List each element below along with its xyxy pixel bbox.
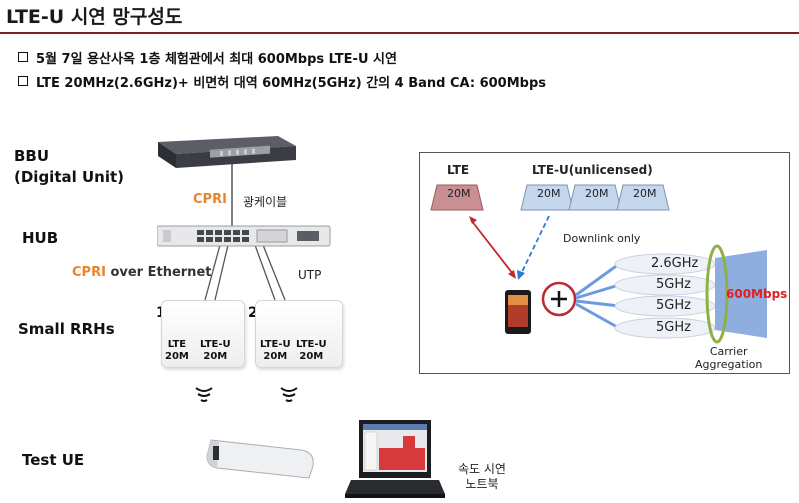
lteu-block-label-1: 20M [537, 187, 561, 200]
test-ue-label: Test UE [22, 451, 85, 469]
aggregation-funnel [715, 250, 767, 338]
square-bullet-icon [18, 52, 28, 62]
downlink-label: Downlink only [563, 232, 641, 245]
bbu-device [158, 136, 296, 168]
small-rrhs-label: Small RRHs [18, 320, 115, 338]
downlink-arrow [520, 215, 550, 275]
ethernet-line-2b [262, 244, 286, 301]
hub-label: HUB [22, 229, 59, 247]
utp-label: UTP [298, 268, 322, 282]
carrier-label-3: 5GHz [656, 298, 691, 313]
lte-block [430, 184, 484, 211]
rrh-2-number: 2 [248, 305, 258, 321]
carrier-label-4: 5GHz [656, 320, 691, 335]
carrier-diagram-graphics [430, 184, 767, 344]
carrier-label-1: 2.6GHz [651, 256, 699, 271]
lte-link-arrow [470, 219, 514, 275]
rrh-1-number: 1 [156, 305, 166, 321]
ethernet-line-2a [254, 244, 276, 301]
page-title: LTE-U 시연 망구성도 [6, 6, 183, 28]
square-bullet-icon [18, 76, 28, 86]
wireless-signal-icon [280, 387, 298, 402]
fiber-cable-label: 광케이블 [243, 195, 288, 209]
lte-block-label: 20M [447, 187, 471, 200]
lteu-block-label-3: 20M [633, 187, 657, 200]
test-ue-device [206, 439, 314, 479]
ethernet-line-1a [204, 244, 221, 301]
wireless-signal-icon [195, 387, 213, 402]
hub-device [157, 225, 331, 247]
bbu-label: BBU [14, 147, 50, 165]
laptop-device [345, 420, 445, 498]
bullet-item-1: 5월 7일 용산사옥 1층 체험관에서 최대 600Mbps LTE-U 시연 [18, 48, 397, 67]
lteu-block-label-2: 20M [585, 187, 609, 200]
title-divider [0, 32, 799, 34]
ethernet-line-1b [214, 244, 229, 301]
rrh-1-device [161, 300, 245, 368]
bullet-item-2: LTE 20MHz(2.6GHz)+ 비면허 대역 60MHz(5GHz) 간의… [18, 72, 546, 91]
bullet-text-1: 5월 7일 용산사옥 1층 체험관에서 최대 600Mbps LTE-U 시연 [36, 52, 397, 67]
cpri-link-label: CPRI [193, 192, 227, 207]
lteu-band-label: LTE-U(unlicensed) [532, 163, 653, 177]
aggregation-ring [705, 244, 729, 344]
rrh-2-device [255, 300, 343, 368]
lte-band-label: LTE [447, 163, 470, 177]
carrier-label-2: 5GHz [656, 277, 691, 292]
cpri-over-ethernet-label: CPRI over Ethernet [72, 265, 212, 280]
bbu-sublabel: (Digital Unit) [14, 168, 125, 186]
total-throughput-label: 600Mbps [726, 287, 788, 301]
lteu-block-3 [616, 184, 670, 211]
bullet-text-2: LTE 20MHz(2.6GHz)+ 비면허 대역 60MHz(5GHz) 간의… [36, 76, 546, 91]
